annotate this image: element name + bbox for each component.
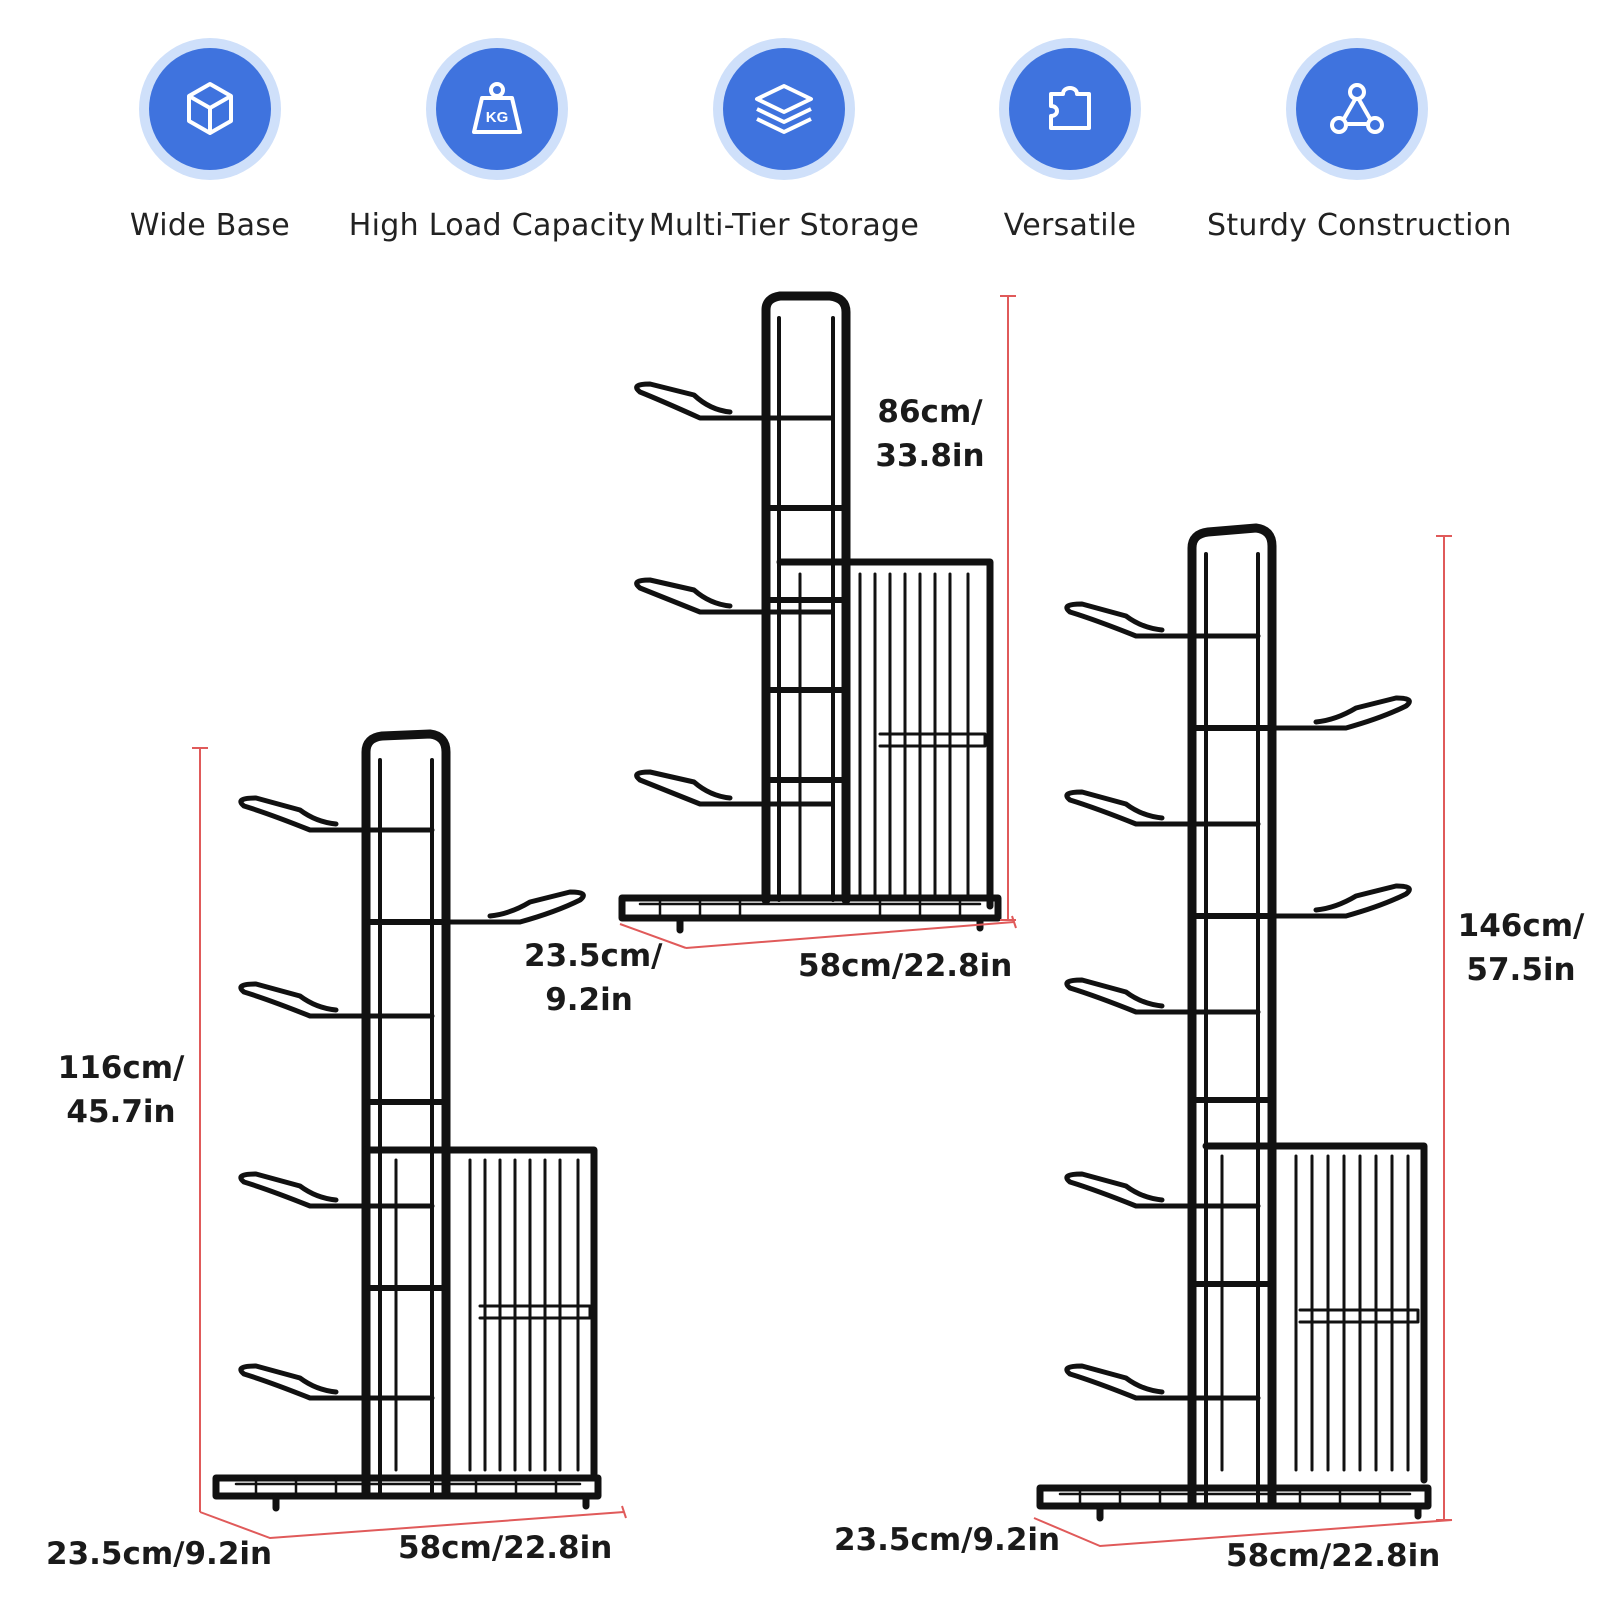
- feature-high-load-capacity: KG High Load Capacity: [347, 38, 647, 243]
- kg-icon-text: KG: [486, 109, 509, 126]
- large-rack-height-label: 146cm/ 57.5in: [1456, 904, 1586, 992]
- feature-versatile: Versatile: [920, 38, 1220, 243]
- cube-icon: [187, 82, 233, 135]
- feature-icon-ring: [999, 38, 1141, 180]
- small-rack: [618, 291, 1002, 934]
- feature-icon-ring: KG: [426, 38, 568, 180]
- small-rack-width-label: 58cm/22.8in: [798, 948, 1013, 984]
- large-rack-width-label: 58cm/22.8in: [1226, 1538, 1441, 1574]
- feature-icon-circle: [149, 48, 271, 170]
- medium-height-in: 45.7in: [66, 1094, 176, 1130]
- feature-sturdy-construction: Sturdy Construction: [1207, 38, 1512, 243]
- large-height-in: 57.5in: [1466, 952, 1576, 988]
- feature-icon-circle: KG: [436, 48, 558, 170]
- large-height-cm: 146cm/: [1457, 908, 1585, 944]
- feature-label: Wide Base: [129, 208, 291, 243]
- small-rack-dimension-lines: [619, 295, 1017, 949]
- large-rack-dimension-lines: [1033, 535, 1453, 1548]
- small-depth-in: 9.2in: [545, 982, 633, 1018]
- medium-rack-height-label: 116cm/ 45.7in: [56, 1046, 186, 1134]
- small-height-cm: 86cm/: [877, 394, 983, 430]
- small-rack-depth-label: 23.5cm/ 9.2in: [524, 934, 663, 1022]
- small-depth-cm: 23.5cm/: [524, 938, 663, 974]
- small-rack-height-label: 86cm/ 33.8in: [870, 390, 990, 478]
- large-rack: [1036, 523, 1432, 1522]
- medium-rack-dimension-lines: [192, 747, 627, 1540]
- feature-icon-circle: [723, 48, 845, 170]
- feature-icon-ring: [139, 38, 281, 180]
- feature-icon-circle: [1009, 48, 1131, 170]
- feature-icon-circle: [1296, 48, 1418, 170]
- stacked-layers-icon: [755, 84, 813, 134]
- feature-icon-ring: [713, 38, 855, 180]
- large-rack-depth-label: 23.5cm/9.2in: [834, 1522, 1061, 1558]
- puzzle-piece-icon: [1049, 86, 1091, 130]
- kg-weight-icon: KG: [472, 82, 522, 134]
- medium-rack: [212, 729, 602, 1512]
- feature-label: Sturdy Construction: [1207, 208, 1512, 243]
- medium-height-cm: 116cm/: [57, 1050, 185, 1086]
- small-height-in: 33.8in: [875, 438, 985, 474]
- medium-rack-width-label: 58cm/22.8in: [398, 1530, 613, 1566]
- feature-label: Multi-Tier Storage: [648, 208, 920, 243]
- feature-label: Versatile: [1003, 208, 1137, 243]
- feature-wide-base: Wide Base: [60, 38, 360, 243]
- triangle-nodes-icon: [1330, 83, 1384, 134]
- feature-label: High Load Capacity: [348, 208, 646, 243]
- feature-multi-tier-storage: Multi-Tier Storage: [634, 38, 934, 243]
- feature-icon-ring: [1286, 38, 1428, 180]
- medium-rack-depth-label: 23.5cm/9.2in: [46, 1536, 273, 1572]
